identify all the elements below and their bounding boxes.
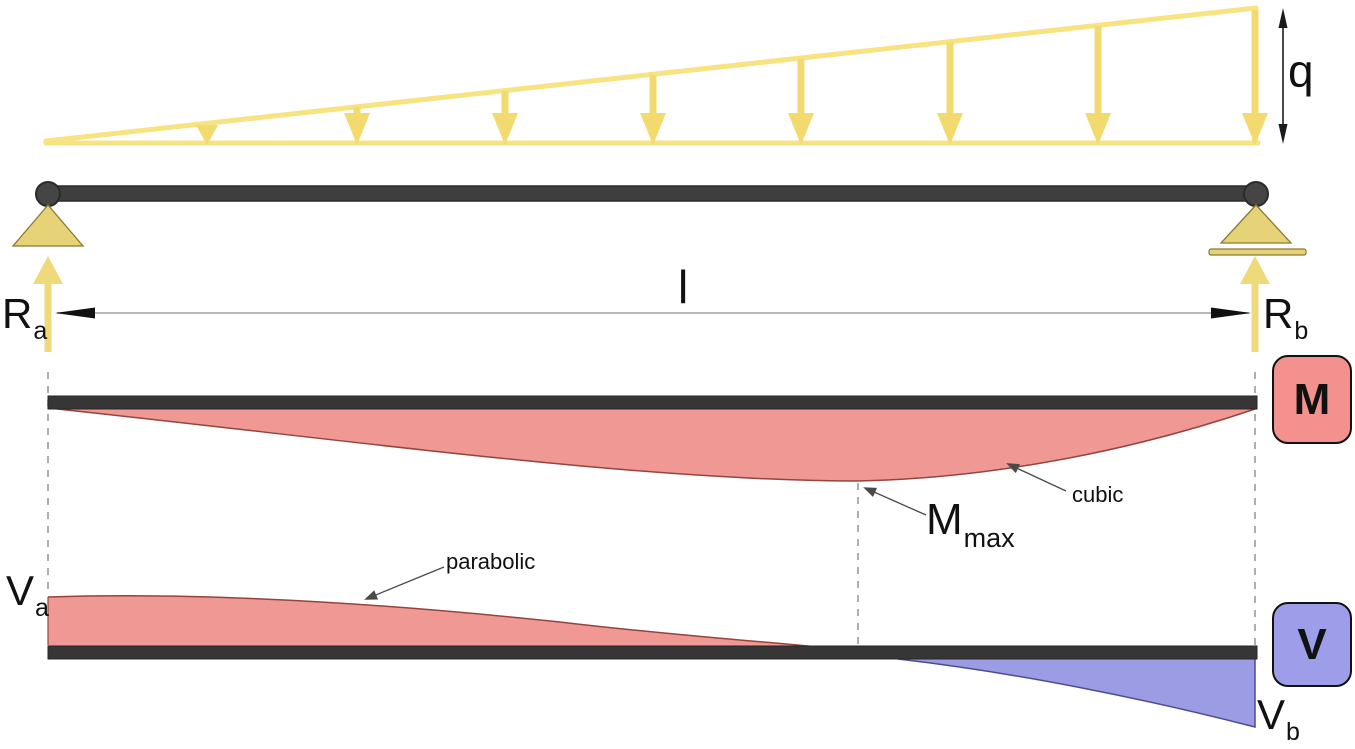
beam-joint-right	[1243, 181, 1269, 207]
span-label: l	[678, 261, 689, 313]
load-arrow	[788, 113, 814, 145]
moment-curve	[47, 407, 1256, 482]
load-arrow	[492, 113, 518, 145]
load-arrow	[501, 91, 509, 117]
pin-support-icon	[11, 203, 85, 247]
shear-positive-curve	[47, 595, 819, 648]
leader-mmax	[863, 487, 927, 516]
parabolic-note: parabolic	[446, 549, 536, 574]
reaction-arrows	[33, 256, 1270, 352]
shear-negative-fill	[898, 659, 1255, 727]
reaction-arrow-right-head	[1240, 256, 1270, 284]
load-arrow	[1251, 10, 1259, 117]
shear-negative-curve	[897, 658, 1256, 728]
load-arrow	[344, 113, 370, 145]
dimension-arrowhead-right	[1211, 307, 1251, 319]
roller-support-icon	[1208, 204, 1307, 256]
load-arrows	[196, 10, 1268, 145]
load-arrow	[1242, 113, 1268, 145]
moment-badge: M	[1272, 355, 1352, 444]
shear-badge: V	[1272, 602, 1352, 687]
reaction-arrow-left	[44, 280, 52, 352]
distributed-load	[43, 5, 1268, 146]
shear-positive-fill	[48, 595, 818, 647]
leader-cubic	[1006, 463, 1067, 492]
load-arrow	[1094, 26, 1102, 117]
load-arrow	[649, 75, 657, 117]
moment-fill	[48, 400, 1255, 481]
load-arrow	[1085, 113, 1111, 145]
leader-parabolic	[364, 566, 445, 600]
beam-bar	[47, 185, 1257, 202]
load-label: q	[1288, 45, 1314, 97]
load-slope-line	[43, 5, 1259, 144]
load-arrow	[946, 42, 954, 117]
shear-left-label: Va	[6, 567, 49, 622]
moment-max-label: Mmax	[926, 495, 1015, 553]
dimension-arrowhead-up	[1278, 8, 1288, 28]
load-dimension-q	[1278, 8, 1288, 144]
beam	[35, 181, 1269, 207]
reaction-left-label: Ra	[2, 290, 48, 345]
moment-axis-bar	[47, 395, 1258, 410]
shear-right-label: Vb	[1257, 691, 1300, 746]
shear-axis-bar	[47, 645, 1258, 660]
shear-diagram	[47, 595, 1258, 728]
dimension-arrowhead-left	[55, 307, 95, 319]
reaction-arrow-right	[1251, 280, 1259, 352]
load-arrow	[640, 113, 666, 145]
reaction-arrow-left-head	[33, 256, 63, 284]
load-arrow	[797, 59, 805, 117]
roller-base-line	[1208, 248, 1307, 256]
beam-joint-left	[35, 181, 61, 207]
load-arrow	[937, 113, 963, 145]
dimension-arrowhead-down	[1278, 124, 1288, 144]
cubic-note: cubic	[1072, 482, 1124, 507]
span-dimension-line	[55, 307, 1251, 319]
moment-diagram	[47, 395, 1258, 482]
reaction-right-label: Rb	[1263, 290, 1309, 345]
load-arrow	[353, 107, 361, 117]
roller-triangle	[1219, 204, 1293, 244]
load-arrow	[196, 125, 218, 145]
